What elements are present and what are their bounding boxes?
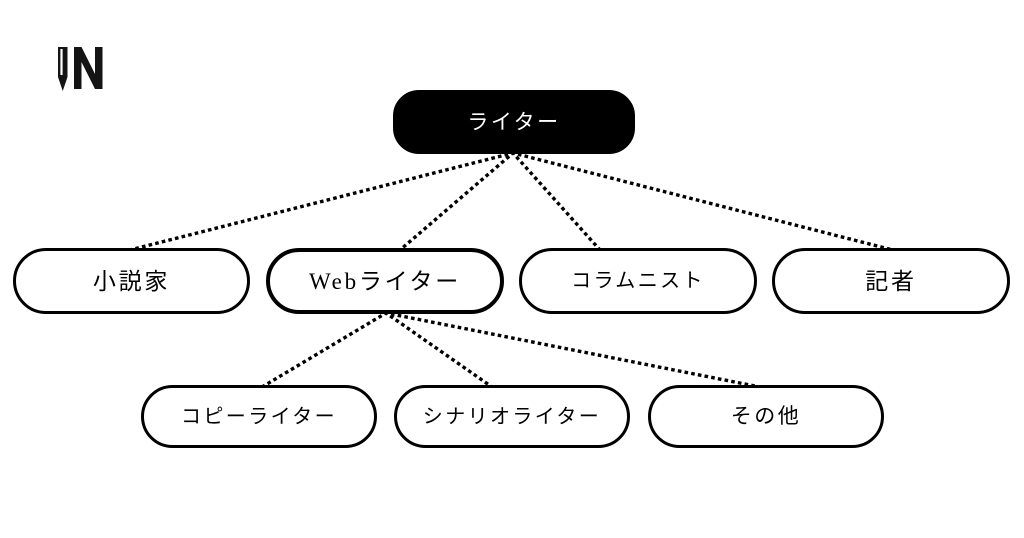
edge-webwriter-scenario: [383, 310, 495, 390]
node-label: コラムニスト: [571, 270, 705, 292]
node-label: ライター: [467, 109, 561, 134]
node-label: コピーライター: [181, 405, 337, 428]
node-label: シナリオライター: [422, 405, 602, 428]
node-label: 記者: [865, 268, 917, 294]
node-columnist[interactable]: コラムニスト: [519, 248, 757, 314]
node-scenario-writer[interactable]: シナリオライター: [394, 385, 630, 448]
edge-root-reporter: [510, 150, 896, 253]
pen-n-logo: [55, 44, 107, 96]
node-label: 小説家: [92, 268, 171, 294]
edge-root-columnist: [510, 150, 603, 253]
edge-root-novelist: [127, 150, 516, 253]
edge-root-webwriter: [397, 150, 516, 253]
node-novelist[interactable]: 小説家: [13, 248, 250, 314]
node-copywriter[interactable]: コピーライター: [141, 385, 377, 448]
node-root-writer[interactable]: ライター: [393, 90, 635, 154]
node-web-writer[interactable]: Webライター: [266, 248, 504, 314]
edge-webwriter-other: [384, 311, 762, 389]
node-label: Webライター: [309, 268, 461, 294]
node-reporter[interactable]: 記者: [772, 248, 1010, 314]
node-label: その他: [730, 404, 802, 428]
node-other[interactable]: その他: [648, 385, 884, 448]
edge-webwriter-copywriter: [259, 310, 389, 390]
